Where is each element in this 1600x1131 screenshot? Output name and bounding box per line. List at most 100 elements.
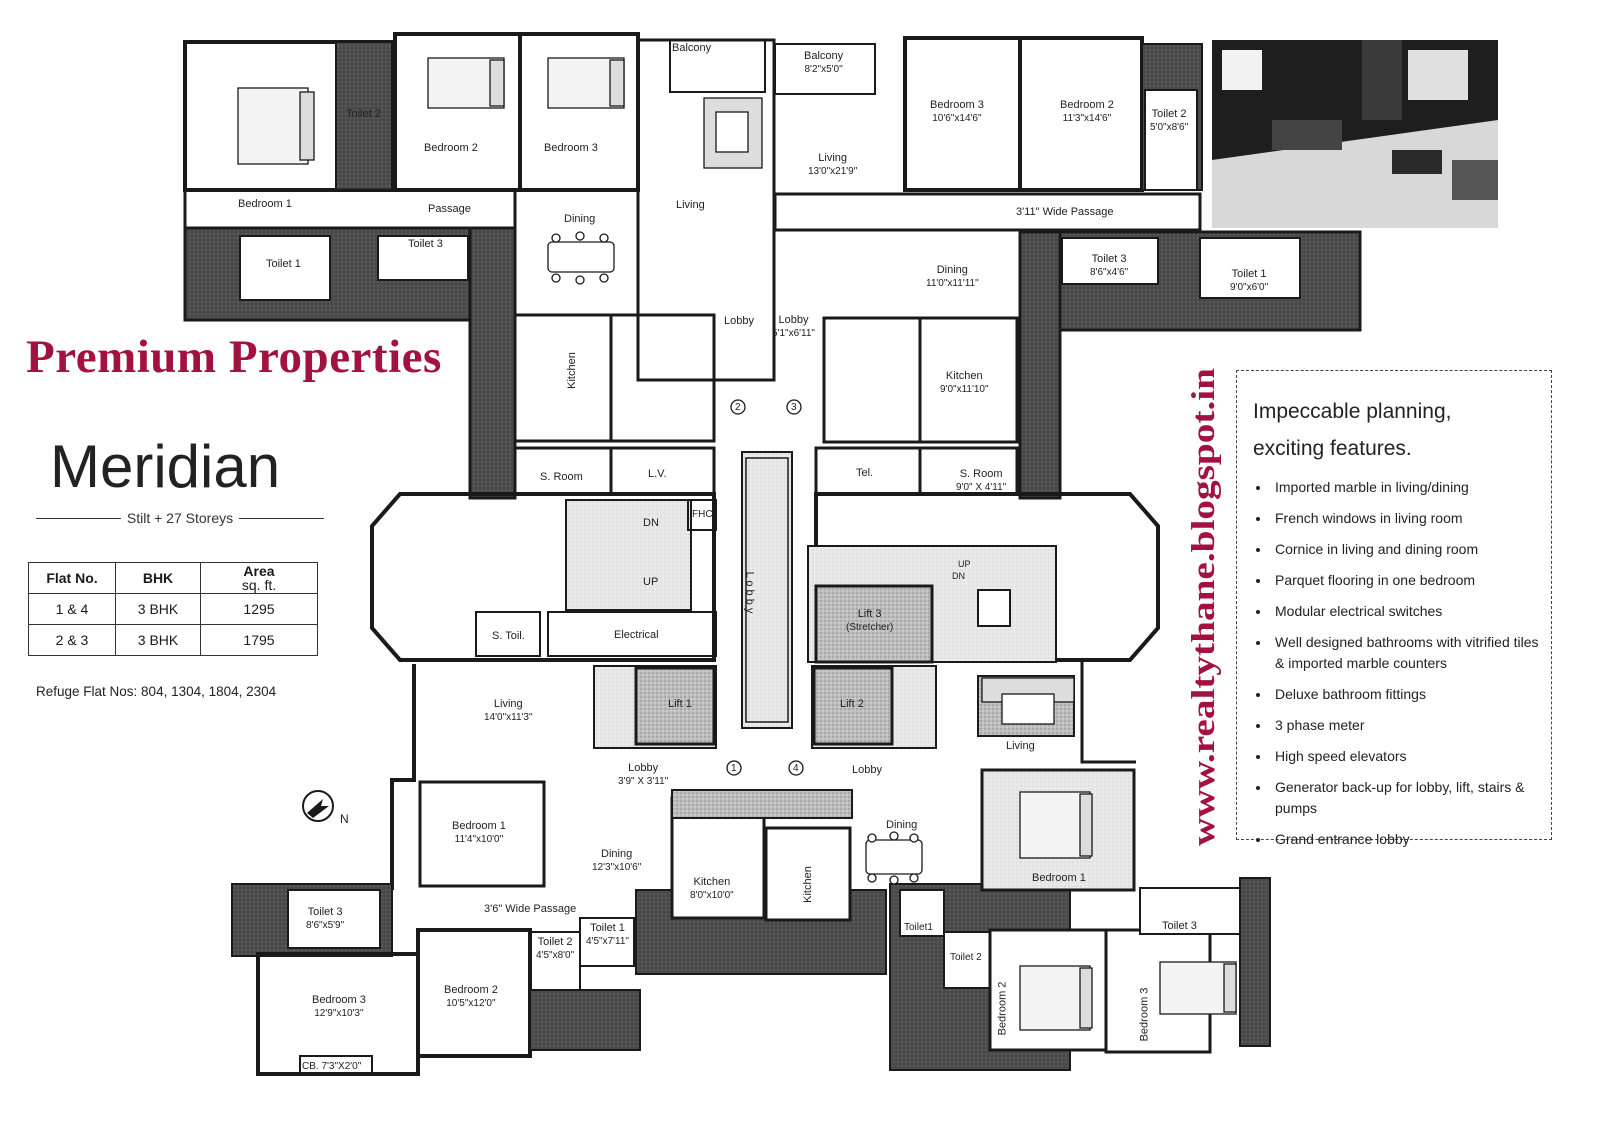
room-label: Balcony 8'2"x5'0" [804, 50, 843, 76]
room-name: Toilet 2 [1151, 108, 1187, 120]
flat-no-cell: 2 & 3 [28, 624, 116, 656]
room-label: Bedroom 3 12'9"x10'3" [312, 994, 366, 1020]
room-dimension: 12'3"x10'6" [592, 862, 642, 873]
room-dimension: 11'4"x10'0" [454, 834, 504, 845]
room-label: Living [676, 199, 705, 211]
feature-item: Cornice in living and dining room [1271, 539, 1551, 560]
room-dimension: 9'0"x6'0" [1230, 282, 1269, 293]
room-name: Lobby [628, 762, 659, 774]
features-heading: Impeccable planning, exciting features. [1253, 393, 1513, 467]
room-dimension: 5'0"x8'6" [1150, 122, 1189, 133]
room-dimension: 14'0"x11'3" [484, 712, 533, 723]
lift-name: Lift 3 [857, 608, 882, 620]
lift-label: Lift 3(Stretcher) [846, 608, 893, 634]
feature-item: Deluxe bathroom fittings [1271, 684, 1551, 705]
website-url: www.realtythane.blogspot.in [1186, 368, 1222, 846]
room-name: Bedroom 1 [452, 820, 506, 832]
room-label: Living 14'0"x11'3" [484, 698, 533, 724]
room-label: S. Room [540, 471, 583, 483]
stair-label: DN [643, 517, 659, 529]
flat-no-cell: 1 & 4 [28, 593, 116, 625]
room-dimension: 12'9"x10'3" [314, 1008, 364, 1019]
heading-line-2: exciting features. [1253, 437, 1412, 460]
room-label: Bedroom 1 [1032, 872, 1086, 884]
room-dimension: 4'5"x7'11" [586, 936, 629, 947]
feature-item: Imported marble in living/dining [1271, 477, 1551, 498]
rule-left [36, 517, 121, 519]
room-label: L.V. [648, 468, 667, 480]
room-label: Kitchen [801, 866, 814, 903]
features-box: Impeccable planning, exciting features. … [1236, 370, 1552, 847]
room-label: Dining [564, 213, 596, 225]
column-header: Area sq. ft. [200, 562, 318, 594]
room-label: Lobby [724, 315, 754, 327]
room-label: Living 13'0"x21'9" [808, 152, 857, 178]
area-cell: 1295 [200, 593, 318, 625]
room-label: Kitchen 8'0"x10'0" [690, 876, 734, 902]
rule-right [239, 517, 324, 519]
room-dimension: 11'0"x11'11" [926, 278, 979, 289]
room-label: Passage [428, 203, 471, 215]
room-label: Bedroom 1 [238, 198, 292, 210]
room-label: Bedroom 1 11'4"x10'0" [452, 820, 506, 846]
feature-item: Modular electrical switches [1271, 601, 1551, 622]
door-number: 1 [731, 763, 737, 774]
core-lobby-label: L o b b y [743, 571, 756, 614]
feature-item: High speed elevators [1271, 746, 1551, 767]
room-dimension: 11'3"x14'6" [1062, 113, 1112, 124]
north-arrow-icon [302, 790, 334, 822]
feature-item: Generator back-up for lobby, lift, stair… [1271, 777, 1551, 819]
room-name: Toilet 1 [1231, 268, 1267, 280]
room-dimension: 4'5"x8'0" [536, 950, 575, 961]
column-header: Flat No. [28, 562, 116, 594]
interior-photo [1212, 40, 1498, 228]
room-dimension: 10'6"x14'6" [932, 113, 982, 124]
room-dimension: 9'0" X 4'11" [956, 482, 1007, 493]
door-number: 3 [791, 402, 797, 413]
room-label: Living [1006, 740, 1035, 752]
room-dimension: 13'0"x21'9" [808, 166, 858, 177]
room-dimension: 8'6"x4'6" [1090, 267, 1129, 278]
room-label: 3'6" Wide Passage [484, 903, 577, 915]
bhk-cell: 3 BHK [115, 624, 201, 656]
room-name: Toilet 3 [1091, 253, 1127, 265]
stair-label: UP [958, 559, 971, 569]
lift-label: Lift 1 [668, 698, 692, 710]
room-dimension: 8'6"x5'9" [306, 920, 345, 931]
feature-item: Grand entrance lobby [1271, 829, 1551, 850]
room-label: Toilet 3 [1162, 920, 1197, 932]
room-label: Bedroom 2 [996, 981, 1009, 1036]
room-dimension: 8'2"x5'0" [804, 64, 843, 75]
room-name: Bedroom 3 [312, 994, 366, 1006]
room-label: Toilet 2 [346, 108, 381, 120]
feature-item: French windows in living room [1271, 508, 1551, 529]
room-name: Balcony [804, 50, 844, 62]
room-dimension: 8'0"x10'0" [690, 890, 734, 901]
feature-item: Well designed bathrooms with vitrified t… [1271, 632, 1551, 674]
room-label: CB. 7'3"X2'0" [302, 1061, 362, 1072]
room-label: 3'11" Wide Passage [1016, 206, 1114, 218]
heading-line-1: Impeccable planning, [1253, 400, 1452, 423]
room-name: Kitchen [693, 876, 731, 888]
room-label: Tel. [856, 467, 874, 479]
fhc-label: FHC [692, 509, 713, 520]
room-label: Bedroom 3 10'6"x14'6" [930, 99, 984, 125]
room-label: Bedroom 2 [424, 142, 478, 154]
room-label: Toilet 2 [950, 952, 982, 963]
flat-area-table: Flat No. BHK Area sq. ft. 1 & 4 3 BHK 12… [28, 562, 318, 656]
features-list: Imported marble in living/dining French … [1253, 477, 1551, 850]
room-name: Living [818, 152, 848, 164]
stair-label: DN [952, 571, 965, 581]
room-name: Toilet 1 [590, 922, 625, 934]
room-label: Toilet 3 8'6"x4'6" [1090, 253, 1128, 279]
room-name: Living [493, 698, 523, 710]
room-name: Bedroom 3 [930, 99, 984, 111]
stair-label: UP [643, 576, 659, 588]
